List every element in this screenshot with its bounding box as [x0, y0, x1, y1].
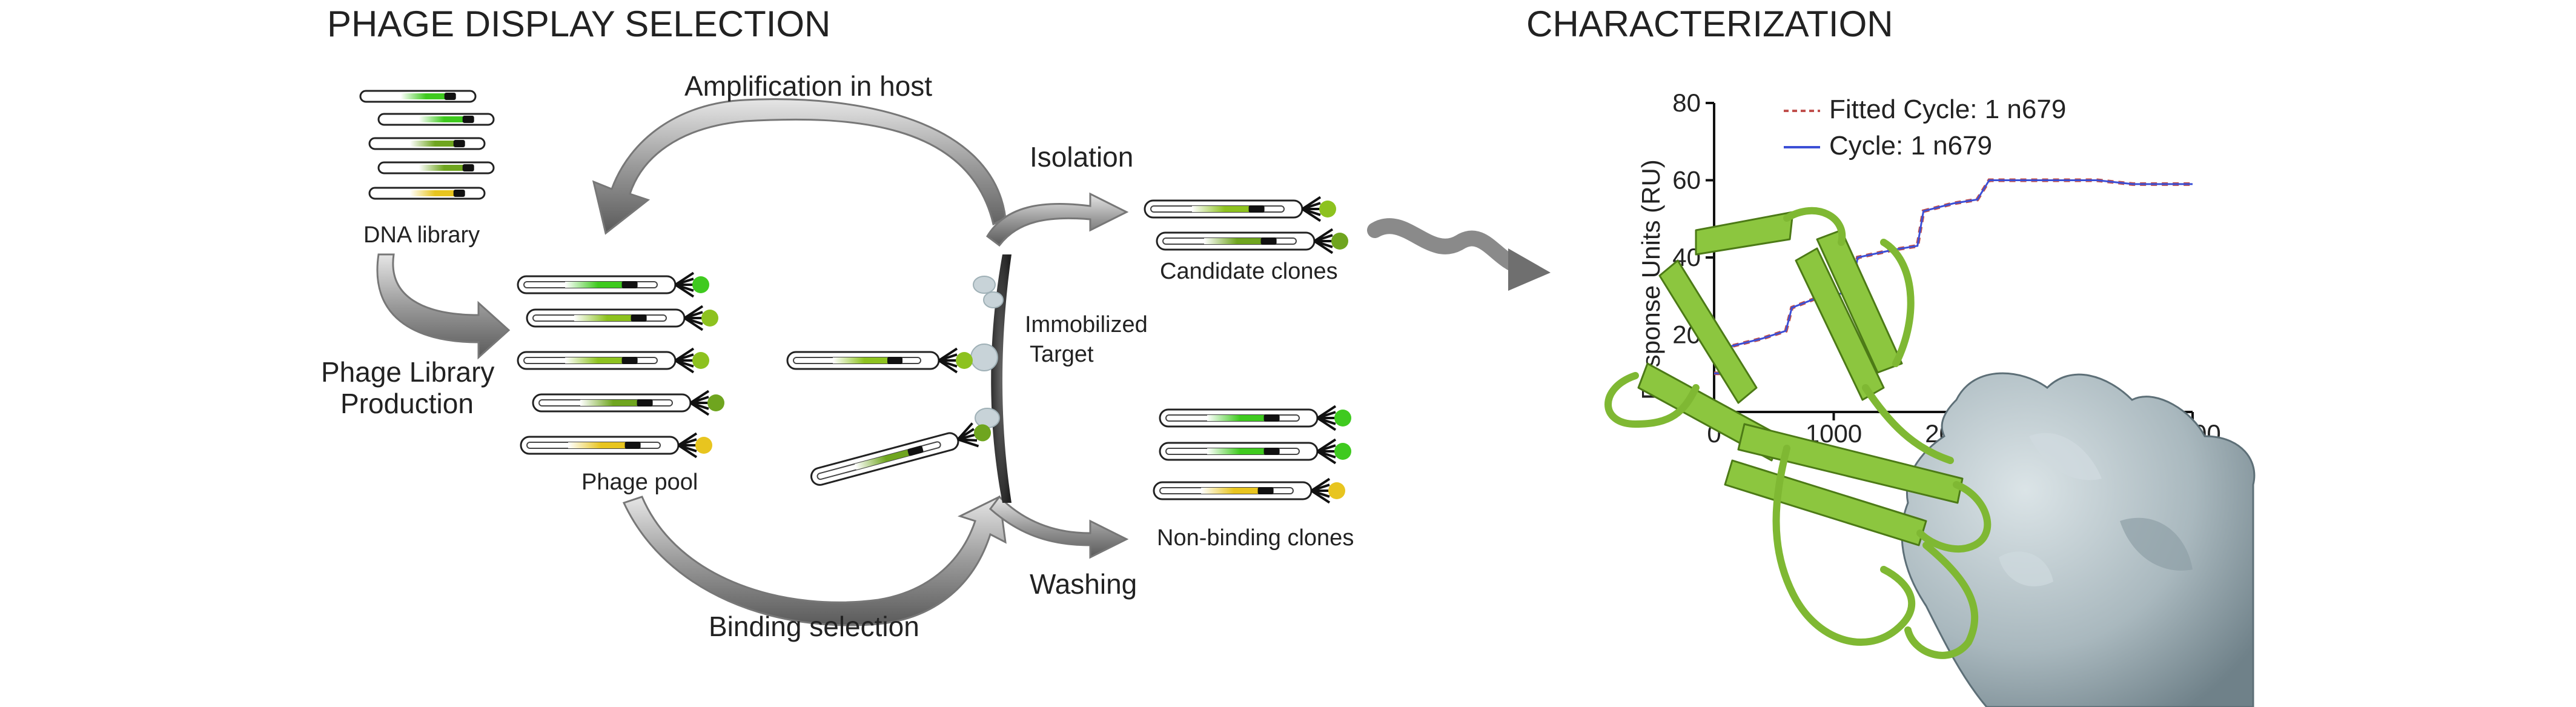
title-characterization: CHARACTERIZATION: [1526, 4, 1893, 44]
target-molecule-2: [983, 291, 1004, 308]
series-line-1: [1714, 178, 2193, 376]
plasmid-2-icon: [377, 113, 495, 126]
plasmid-5-icon: [368, 187, 486, 200]
title-phage-display: PHAGE DISPLAY SELECTION: [327, 4, 830, 44]
nonbinding-phage-1-icon: [1159, 405, 1351, 431]
plasmid-1-icon: [359, 90, 477, 103]
arrow-washing-icon: [988, 495, 1129, 559]
y-axis-label: Response Units (RU): [1637, 159, 1665, 400]
candidate-clones-label: Candidate clones: [1160, 259, 1338, 284]
beta-strand-5-icon: [1795, 247, 1885, 401]
pool-phage-3-icon: [517, 347, 709, 374]
arrow-library-to-production-icon: [376, 253, 511, 360]
beta-strand-3-icon: [1737, 423, 1964, 504]
nonbinding-clones-group: [1153, 405, 1351, 504]
target-surface: [991, 254, 1012, 503]
arrow-binding-selection-icon: [622, 495, 1007, 626]
loop-5-icon: [1783, 207, 1846, 246]
beta-strand-6-icon: [1816, 229, 1903, 374]
arrow-characterization-head-icon: [1508, 248, 1551, 291]
phage-pool-group: [517, 271, 724, 459]
phage-library-label-line1: Phage Library: [321, 356, 494, 388]
arrow-characterization-icon: [1367, 218, 1528, 274]
binding-phage-2-icon: [810, 422, 992, 486]
arrow-amplification-icon: [592, 98, 1007, 235]
beta-strand-4-icon: [1724, 459, 1927, 546]
arrow-isolation-icon: [986, 192, 1129, 247]
binding-phage-1-icon: [786, 347, 973, 374]
loop-2-icon: [1772, 445, 1916, 646]
binding-phages-group: [786, 347, 992, 486]
candidate-clones-group: [1144, 196, 1348, 254]
binder-protein-loops: [1604, 207, 1992, 659]
loop-7-icon: [1904, 542, 1979, 659]
nonbinding-phage-2-icon: [1159, 438, 1351, 465]
nonbinding-phage-3-icon: [1153, 477, 1345, 504]
non-binding-label: Non-binding clones: [1157, 525, 1354, 551]
binder-protein-ribbon: [1637, 211, 1964, 546]
target-molecule-1: [973, 276, 996, 294]
pool-phage-5-icon: [520, 432, 712, 459]
target-molecules: [970, 276, 1004, 428]
loop-6-icon: [1880, 239, 1915, 367]
y-tick-label: 80: [1672, 88, 1701, 117]
series-layer: [1714, 178, 2193, 376]
target-protein-surface: [1901, 372, 2256, 707]
series-line-2: [1714, 179, 2193, 374]
beta-strand-1-icon: [1695, 211, 1794, 256]
phage-library-label-line2: Production: [340, 388, 474, 419]
target-molecule-3: [970, 344, 998, 371]
plasmid-3-icon: [368, 137, 486, 150]
pool-phage-4-icon: [532, 390, 724, 416]
beta-strand-7-icon: [1658, 259, 1758, 404]
immobilized-label-line1: Immobilized: [1025, 312, 1148, 337]
surface-detail-3: [1999, 551, 2053, 586]
legend-label-1: Fitted Cycle: 1 n679: [1829, 95, 2066, 124]
pool-phage-2-icon: [526, 305, 718, 331]
legend-label-2: Cycle: 1 n679: [1829, 131, 1992, 161]
dna-library-label: DNA library: [363, 222, 480, 248]
surface-detail-2: [2120, 517, 2193, 571]
target-molecule-4: [975, 408, 1000, 428]
y-tick-label: 60: [1672, 166, 1701, 194]
candidate-phage-1-icon: [1144, 196, 1336, 222]
immobilized-label-line2: Target: [1030, 342, 1094, 367]
candidate-phage-2-icon: [1156, 228, 1348, 254]
loop-3-icon: [1916, 481, 1992, 553]
binding-selection-label: Binding selection: [709, 611, 919, 642]
loop-1-icon: [1604, 372, 1700, 428]
arrows-group: [376, 98, 1129, 626]
plasmid-4-icon: [377, 161, 495, 174]
dna-library-group: [359, 90, 495, 200]
washing-label: Washing: [1030, 568, 1137, 600]
amplification-label: Amplification in host: [684, 70, 932, 102]
surface-detail-1: [2029, 433, 2102, 480]
phage-pool-label: Phage pool: [581, 470, 698, 495]
pool-phage-1-icon: [517, 271, 709, 298]
loop-4-icon: [1862, 384, 1954, 464]
isolation-label: Isolation: [1030, 141, 1133, 173]
